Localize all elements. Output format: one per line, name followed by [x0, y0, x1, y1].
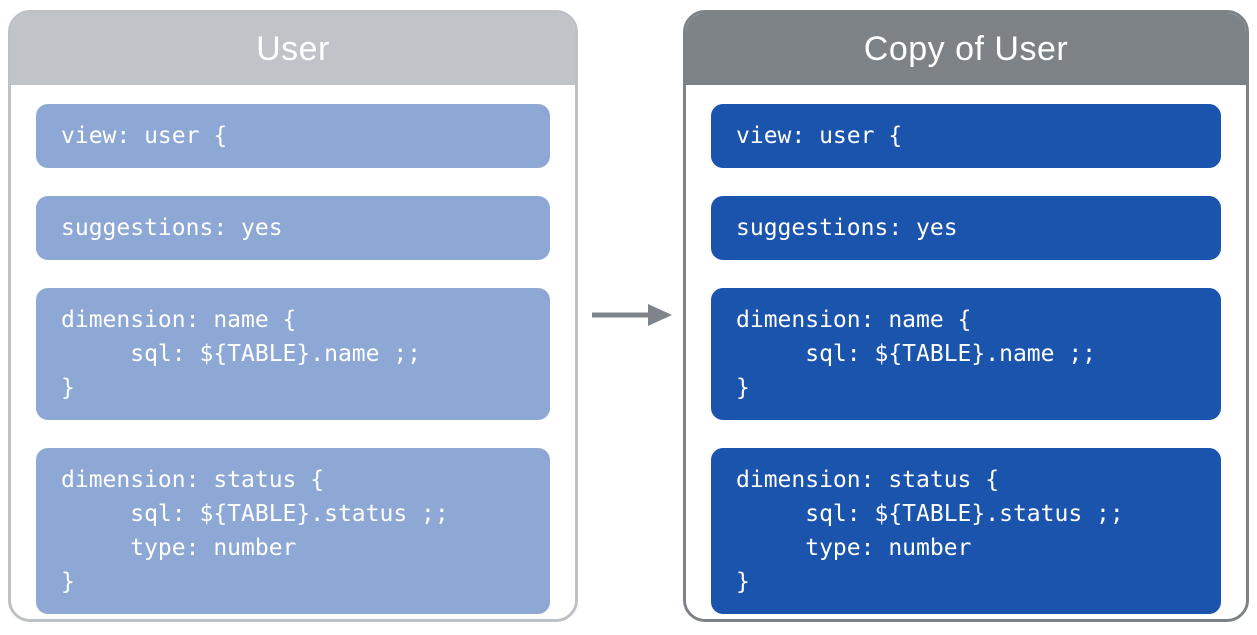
panel-copy-of-user-body: view: user { suggestions: yes dimension:… [686, 85, 1246, 619]
panel-user-title: User [256, 29, 330, 68]
code-block-dimension-status: dimension: status { sql: ${TABLE}.status… [36, 448, 550, 614]
code-block-view: view: user { [711, 104, 1221, 168]
panel-copy-of-user-header: Copy of User [686, 13, 1246, 85]
code-block-view: view: user { [36, 104, 550, 168]
panel-copy-of-user-title: Copy of User [863, 29, 1069, 68]
panel-user: User view: user { suggestions: yes dimen… [8, 10, 578, 622]
code-block-dimension-name: dimension: name { sql: ${TABLE}.name ;; … [711, 288, 1221, 420]
code-block-dimension-name: dimension: name { sql: ${TABLE}.name ;; … [36, 288, 550, 420]
code-block-suggestions: suggestions: yes [711, 196, 1221, 260]
panel-user-header: User [11, 13, 575, 85]
code-block-suggestions: suggestions: yes [36, 196, 550, 260]
panel-user-body: view: user { suggestions: yes dimension:… [11, 85, 575, 619]
right-arrow-icon [590, 300, 674, 330]
panel-copy-of-user: Copy of User view: user { suggestions: y… [683, 10, 1249, 622]
code-block-dimension-status: dimension: status { sql: ${TABLE}.status… [711, 448, 1221, 614]
